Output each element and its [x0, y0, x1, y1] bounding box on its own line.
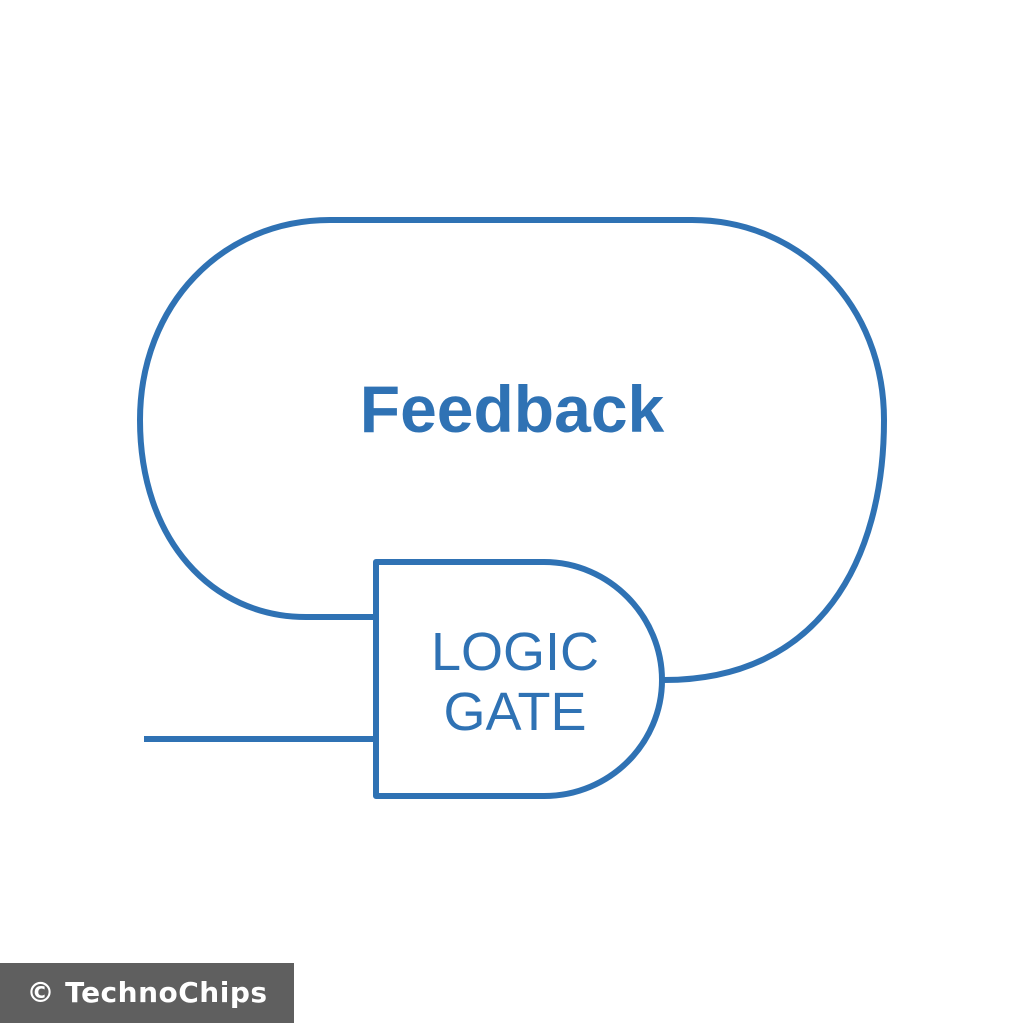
copyright-watermark: © TechnoChips: [0, 963, 294, 1023]
feedback-loop-line: [137, 217, 887, 683]
gate-label-line2: GATE: [443, 682, 586, 742]
logic-gate-shape: [373, 559, 665, 799]
feedback-label: Feedback: [360, 372, 665, 446]
gate-label-line1: LOGIC: [431, 622, 599, 682]
